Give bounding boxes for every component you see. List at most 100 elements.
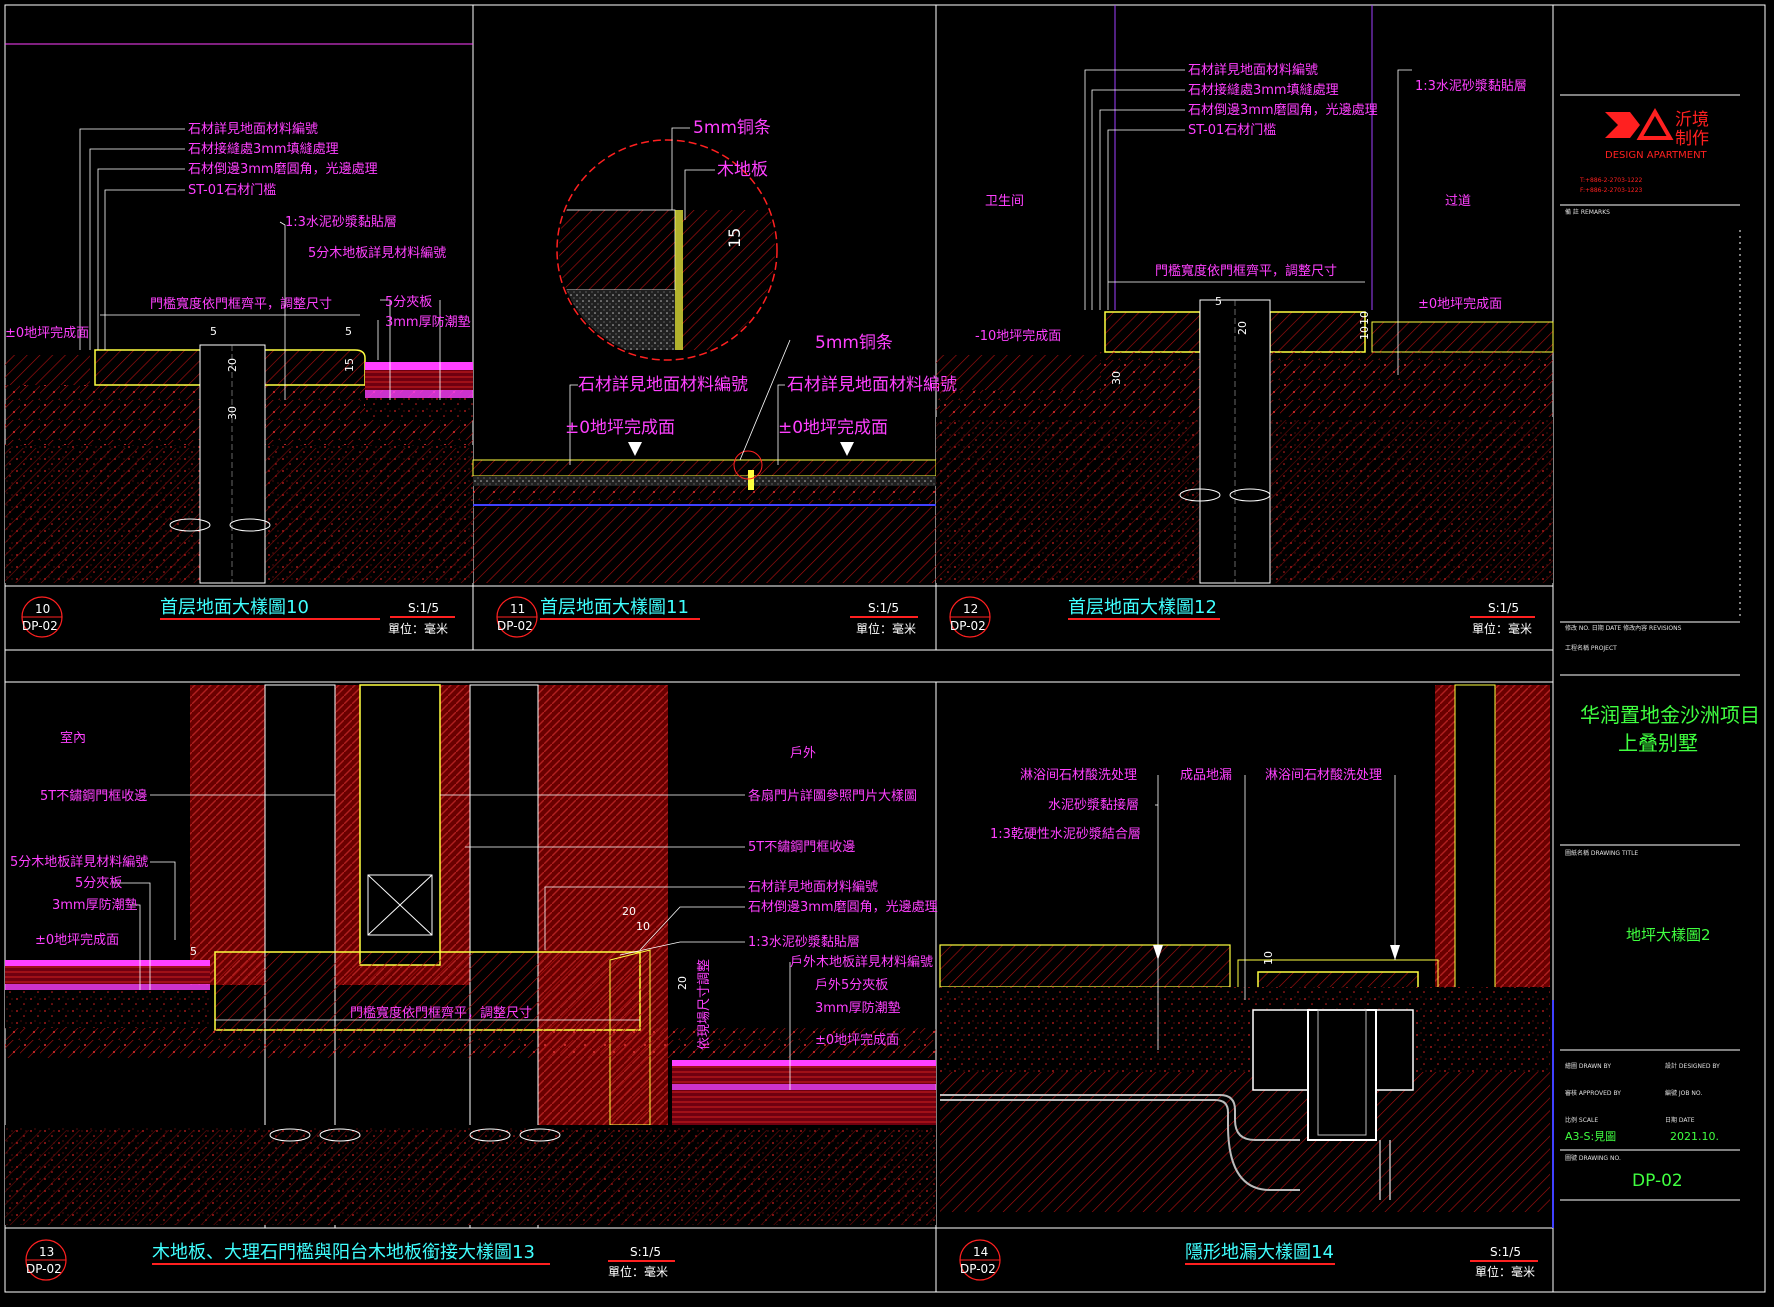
p12-callout-4: 1:3水泥砂漿黏貼層	[1415, 78, 1527, 94]
p11-callout-1: 木地板	[717, 160, 768, 180]
p11-callout-0: 5mm铜条	[693, 118, 771, 138]
p11-callout-2: 5mm铜条	[815, 333, 893, 353]
p12-id: 12	[963, 602, 978, 616]
p11-callout-6: ±0地坪完成面	[778, 418, 888, 438]
p12-callout-8: -10地坪完成面	[975, 329, 1061, 344]
project-name-2: 上叠别墅	[1618, 731, 1698, 755]
p13-id: 13	[39, 1245, 54, 1259]
p14-scale: S:1/5	[1490, 1245, 1521, 1259]
p12-callout-1: 石材接縫處3mm填縫處理	[1188, 82, 1339, 98]
panel-13: 室內 戶外 5T不鏽鋼門框收邊 各扇門片詳圖參照門片大樣圖 5T不鏽鋼門框收邊 …	[5, 684, 938, 1281]
p10-dim-4: 30	[226, 406, 239, 420]
p14-unit: 單位：毫米	[1475, 1264, 1535, 1279]
p13-scale: S:1/5	[630, 1245, 661, 1259]
p11-id: 11	[510, 602, 525, 616]
p10-callout-4: 1:3水泥砂漿黏貼層	[285, 214, 397, 230]
p10-unit: 單位：毫米	[388, 621, 448, 636]
p10-id: 10	[35, 602, 50, 616]
p13-callout-16: 門檻寬度依門框齊平，調整尺寸	[350, 1005, 532, 1021]
p12-ref: DP-02	[950, 619, 986, 633]
tel-2: F:+886-2-2703-1223	[1580, 187, 1643, 194]
p13-callout-5: 5分木地板詳見材料編號	[10, 854, 148, 870]
project-label: 工程名稱 PROJECT	[1565, 644, 1617, 652]
p11-ref: DP-02	[497, 619, 533, 633]
p13-callout-8: ±0地坪完成面	[35, 933, 119, 948]
p13-dim-1: 10	[636, 920, 650, 933]
p13-callout-13: 戶外5分夾板	[815, 978, 888, 993]
sheet-border	[4, 4, 1766, 1293]
p11-unit: 單位：毫米	[856, 621, 916, 636]
project-name-1: 华润置地金沙洲项目	[1580, 703, 1760, 727]
panel-12: 石材詳見地面材料編號 石材接縫處3mm填縫處理 石材倒邊3mm磨圓角，光邊處理 …	[936, 5, 1554, 638]
drawn-label: 繪圖 DRAWN BY	[1565, 1062, 1611, 1070]
p10-dim-2: 20	[226, 358, 239, 372]
p14-callout-1: 成品地漏	[1180, 767, 1232, 783]
date-value: 2021.10.	[1670, 1130, 1719, 1143]
scale-label: 比例 SCALE	[1565, 1116, 1598, 1124]
revisions-label: 修改 NO. 日期 DATE 修改內容 REVISIONS	[1565, 624, 1682, 632]
p13-callout-6: 5分夾板	[75, 876, 122, 891]
design-label: 設計 DESIGNED BY	[1665, 1062, 1720, 1070]
p13-callout-17: 依現場尺寸調整	[697, 959, 712, 1050]
p14-callout-3: 水泥砂漿黏接層	[1048, 797, 1139, 813]
p13-callout-12: 戶外木地板詳見材料編號	[790, 954, 933, 970]
p13-callout-14: 3mm厚防潮墊	[815, 1000, 901, 1016]
p13-dim-3: 20	[676, 976, 689, 990]
p14-callout-2: 淋浴间石材酸洗处理	[1265, 768, 1382, 783]
p10-scale: S:1/5	[408, 601, 439, 615]
p12-callout-3: ST-01石材门槛	[1188, 123, 1276, 138]
panel-11: 5mm铜条 木地板 5mm铜条 石材詳見地面材料編號 石材詳見地面材料編號 ±0…	[472, 118, 957, 638]
approved-label: 審核 APPROVED BY	[1565, 1089, 1621, 1097]
p14-ref: DP-02	[960, 1262, 996, 1276]
logo-en: DESIGN APARTMENT	[1605, 150, 1708, 161]
p13-callout-0: 室內	[60, 730, 86, 746]
p10-callout-0: 石材詳見地面材料編號	[188, 121, 318, 137]
p13-callout-15: ±0地坪完成面	[815, 1033, 899, 1048]
p10-callout-5: 5分木地板詳見材料編號	[308, 245, 446, 261]
job-label: 編號 JOB NO.	[1665, 1089, 1702, 1097]
p12-callout-5: 卫生间	[985, 194, 1024, 209]
p14-callout-0: 淋浴间石材酸洗处理	[1020, 768, 1137, 783]
p11-title: 首层地面大樣圖11	[540, 597, 689, 618]
panel-10: 石材詳見地面材料編號 石材接縫處3mm填縫處理 石材倒邊3mm磨圓角，光邊處理 …	[5, 43, 473, 638]
p12-title: 首层地面大樣圖12	[1068, 597, 1217, 618]
p12-callout-7: 門檻寬度依門框齊平，調整尺寸	[1155, 263, 1337, 279]
drawing-no: DP-02	[1632, 1171, 1683, 1191]
p13-dim-2: 5	[190, 945, 197, 958]
p12-scale: S:1/5	[1488, 601, 1519, 615]
p13-ref: DP-02	[26, 1262, 62, 1276]
p10-callout-7: 3mm厚防潮墊	[385, 314, 471, 330]
p12-callout-9: ±0地坪完成面	[1418, 297, 1502, 312]
logo-cn-1: 沂境	[1675, 110, 1709, 130]
p13-title: 木地板、大理石門檻與阳台木地板銜接大樣圖13	[152, 1242, 535, 1263]
p12-dim-1: 20	[1236, 321, 1249, 335]
p13-unit: 單位：毫米	[608, 1264, 668, 1279]
title-block: 沂境 制作 DESIGN APARTMENT T:+886-2-2703-122…	[1560, 94, 1760, 1201]
p10-dim-1: 5	[345, 325, 352, 338]
scale-value: A3-S:見圖	[1565, 1130, 1616, 1143]
p10-dim-3: 15	[343, 358, 356, 372]
logo-cn-2: 制作	[1675, 129, 1709, 149]
drawing-title-label: 圖紙名稱 DRAWING TITLE	[1565, 849, 1638, 857]
p12-dim-4: 10	[1358, 311, 1371, 325]
p13-callout-10: 石材倒邊3mm磨圓角，光邊處理	[748, 900, 938, 915]
panel-14: 淋浴间石材酸洗处理 成品地漏 淋浴间石材酸洗处理 水泥砂漿黏接層 1:3乾硬性水…	[939, 684, 1554, 1281]
p11-callout-5: ±0地坪完成面	[565, 418, 675, 438]
p14-title: 隱形地漏大樣圖14	[1185, 1242, 1334, 1263]
p14-callout-4: 1:3乾硬性水泥砂漿結合層	[990, 827, 1141, 842]
p12-callout-0: 石材詳見地面材料編號	[1188, 62, 1318, 78]
p10-callout-6: 5分夾板	[385, 295, 432, 310]
p10-dim-0: 5	[210, 325, 217, 338]
p14-dim-0: 10	[1262, 951, 1275, 965]
p12-dim-3: 10	[1358, 326, 1371, 340]
p13-callout-9: 石材詳見地面材料編號	[748, 879, 878, 895]
drawing-title: 地坪大樣圖2	[1626, 926, 1711, 944]
p11-scale: S:1/5	[868, 601, 899, 615]
p13-callout-4: 5T不鏽鋼門框收邊	[748, 840, 855, 855]
tel-1: T:+886-2-2703-1222	[1579, 177, 1643, 184]
logo: 沂境 制作 DESIGN APARTMENT	[1605, 107, 1709, 161]
p13-callout-2: 5T不鏽鋼門框收邊	[40, 789, 147, 804]
p13-dim-0: 20	[622, 905, 636, 918]
p12-callout-2: 石材倒邊3mm磨圓角，光邊處理	[1188, 103, 1378, 118]
p13-callout-11: 1:3水泥砂漿黏貼層	[748, 934, 860, 950]
